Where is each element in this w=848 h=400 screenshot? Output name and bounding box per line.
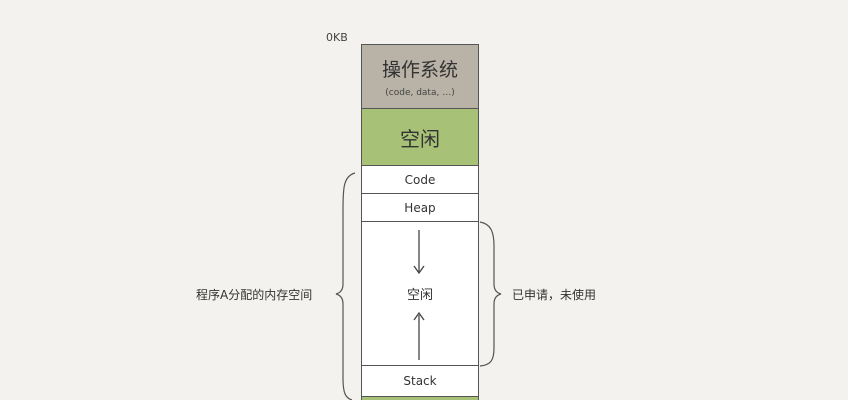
heap-growth-arrowhead bbox=[413, 265, 425, 275]
memory-column: 操作系统 (code, data, …) 空闲 Code Heap 空闲 Sta… bbox=[361, 44, 479, 400]
free-block-top-label: 空闲 bbox=[400, 126, 440, 151]
right-brace bbox=[479, 221, 502, 367]
free-block-top: 空闲 bbox=[362, 108, 478, 165]
stack-growth-arrowhead bbox=[413, 311, 425, 321]
left-brace bbox=[335, 172, 356, 400]
os-block: 操作系统 (code, data, …) bbox=[362, 44, 478, 108]
os-block-title: 操作系统 bbox=[381, 59, 458, 81]
os-block-subtitle: (code, data, …) bbox=[385, 88, 455, 98]
allocated-unused-label: 已申请，未使用 bbox=[512, 288, 597, 302]
free-block-middle: 空闲 bbox=[362, 221, 478, 365]
code-block: Code bbox=[362, 165, 478, 193]
free-block-middle-label: 空闲 bbox=[406, 288, 433, 303]
heap-block: Heap bbox=[362, 193, 478, 221]
stack-block: Stack bbox=[362, 365, 478, 397]
program-a-allocated-label: 程序A分配的内存空间 bbox=[196, 288, 313, 302]
free-block-bottom bbox=[362, 397, 478, 400]
code-block-label: Code bbox=[404, 172, 436, 187]
stack-block-label: Stack bbox=[403, 374, 437, 388]
address-label-0kb: 0KB bbox=[326, 31, 348, 44]
heap-block-label: Heap bbox=[404, 200, 436, 215]
